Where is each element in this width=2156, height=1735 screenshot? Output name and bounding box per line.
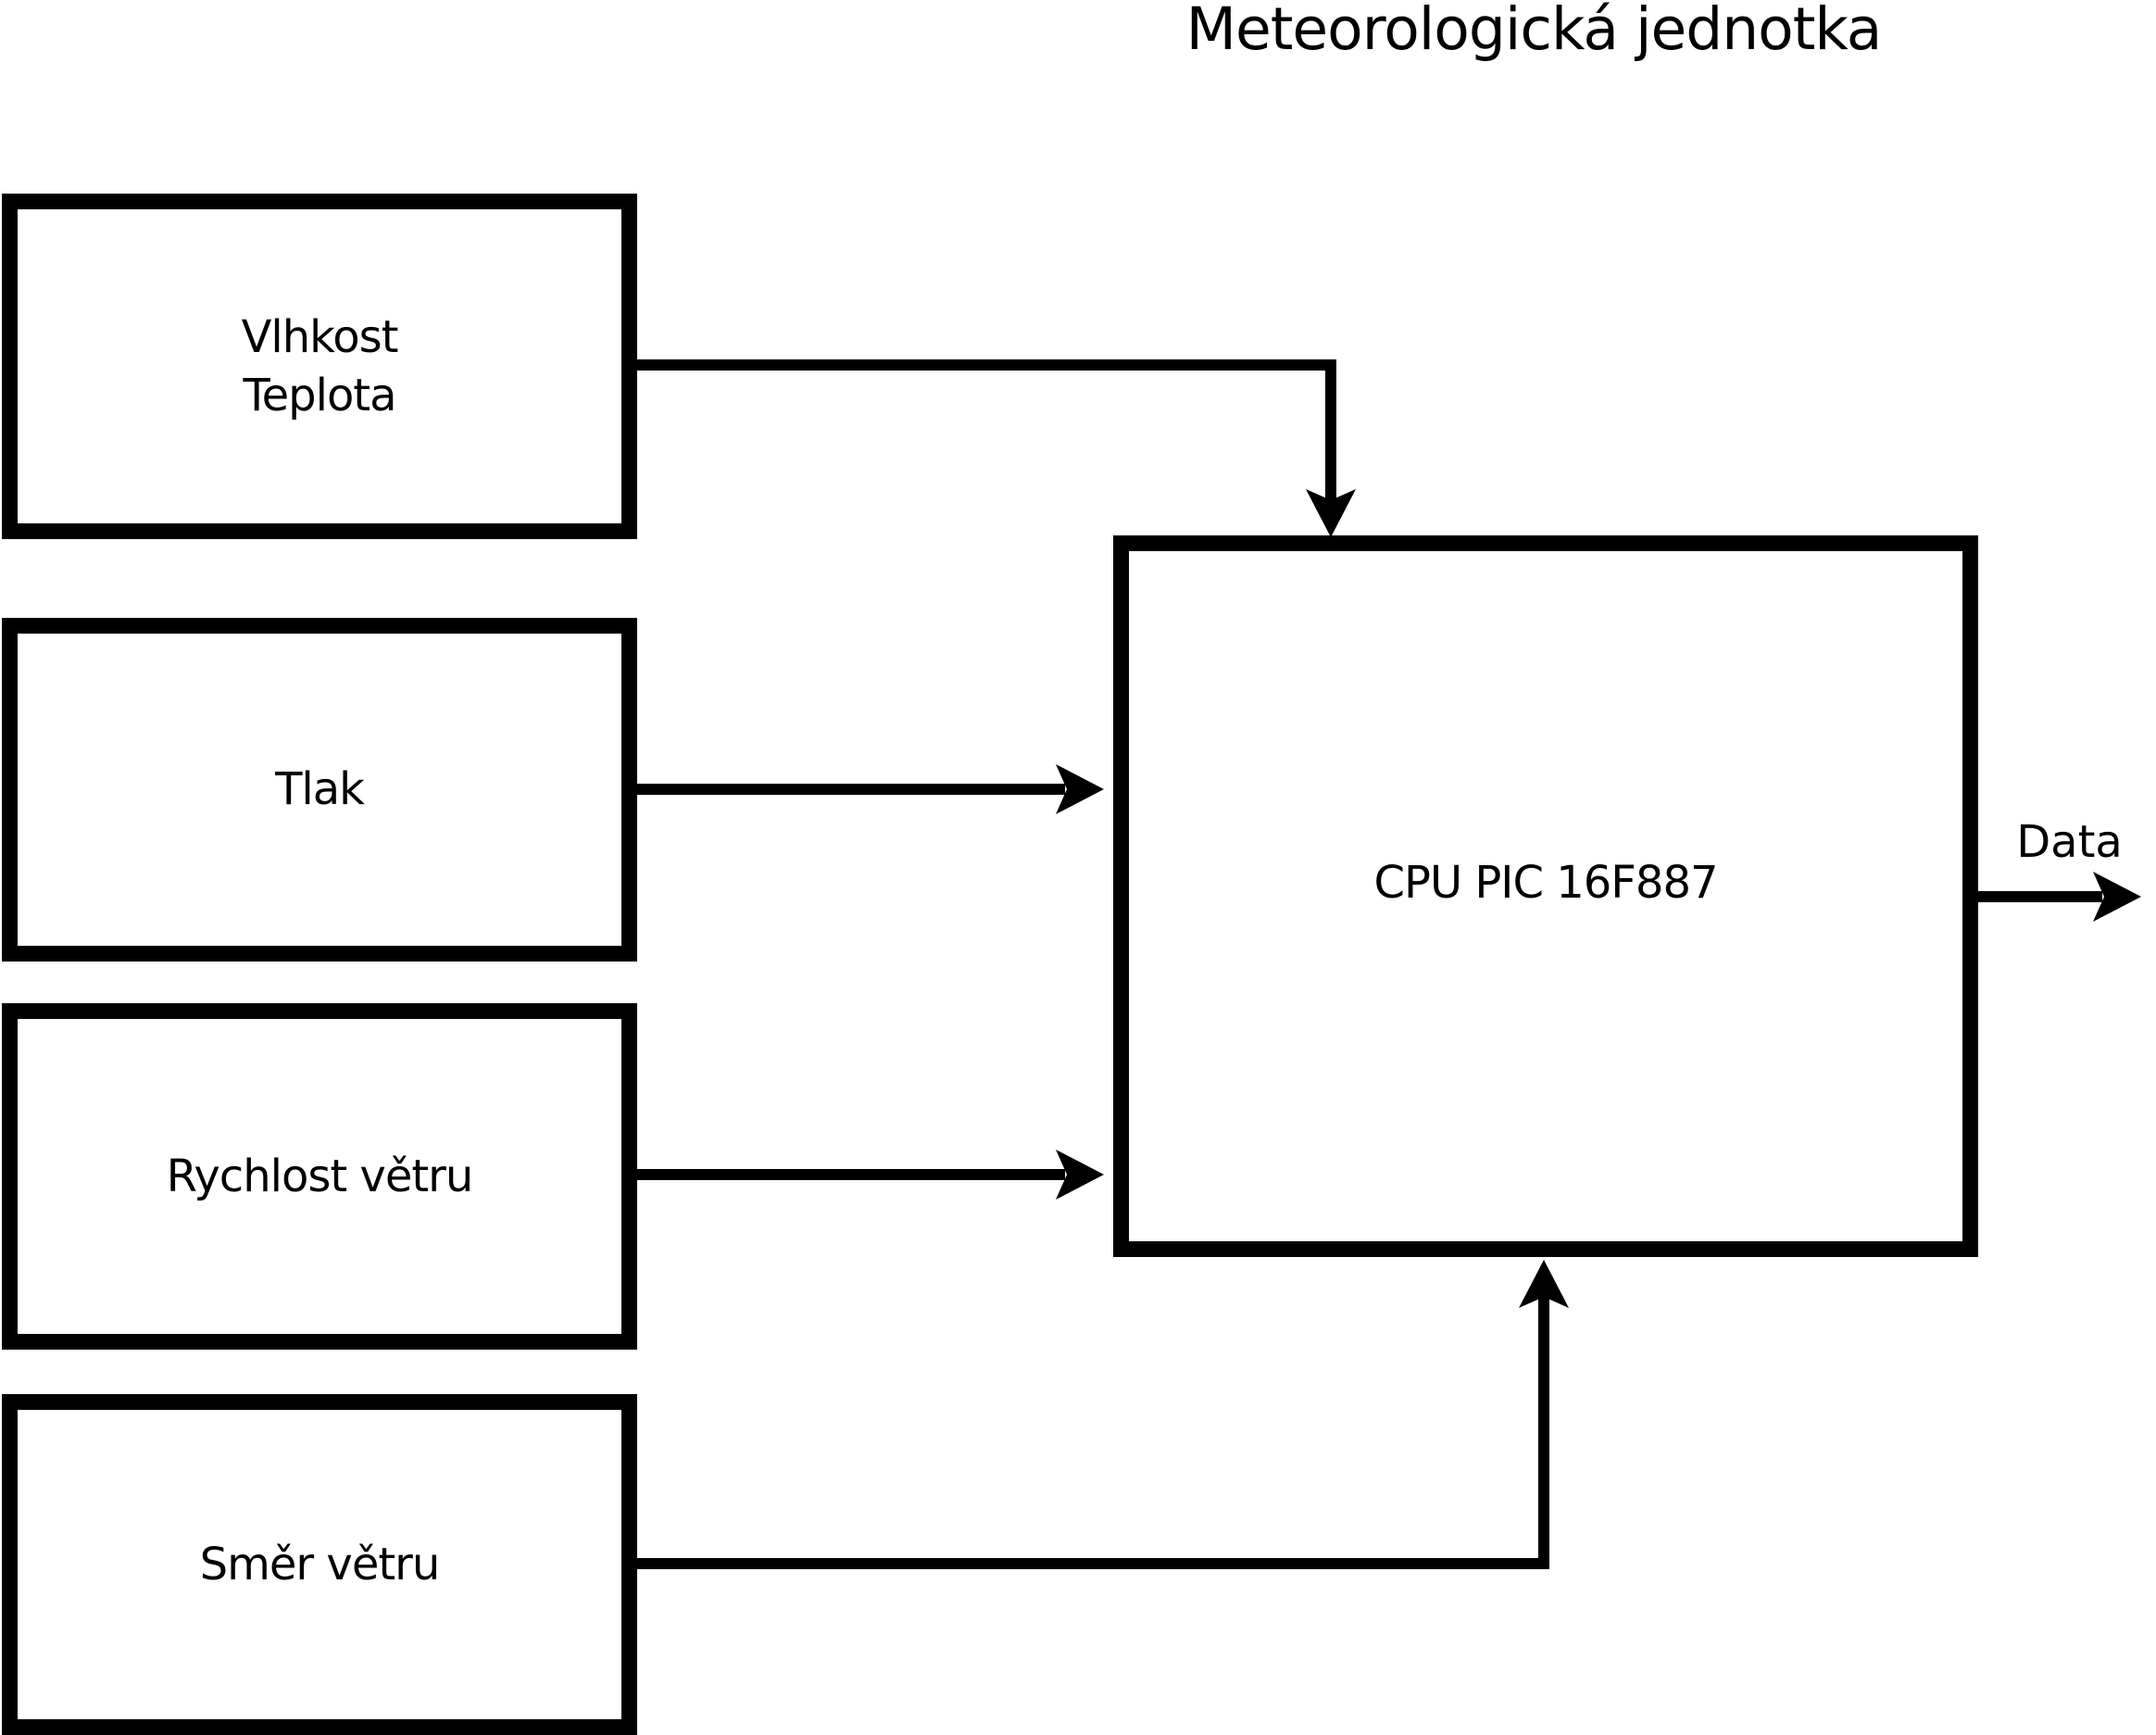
cpu-box: CPU PIC 16F887 — [1113, 535, 1978, 1257]
arrow-line-vlhkost-to-cpu — [637, 359, 1336, 500]
arrow-head-right-icon — [1056, 1150, 1104, 1200]
arrow-head-right-icon — [1056, 764, 1104, 814]
input-box-tlak-label: Tlak — [275, 763, 365, 816]
arrow-line-smer-to-cpu — [637, 1297, 1549, 1569]
cpu-box-label: CPU PIC 16F887 — [1373, 857, 1718, 910]
arrow-head-down-icon — [1306, 489, 1356, 537]
input-box-smer-vetru-label: Směr větru — [199, 1538, 441, 1590]
input-box-vlhkost-teplota-label: Vlhkost Teplota — [241, 311, 399, 421]
page-title: Meteorologická jednotka — [1185, 0, 1883, 63]
input-box-tlak: Tlak — [2, 618, 637, 962]
arrow-head-right-icon — [2093, 872, 2141, 922]
input-box-rychlost-vetru: Rychlost větru — [2, 1003, 637, 1350]
input-box-vlhkost-teplota: Vlhkost Teplota — [2, 194, 637, 539]
output-data-label: Data — [2016, 816, 2123, 868]
input-box-smer-vetru: Směr větru — [2, 1394, 637, 1735]
arrow-head-up-icon — [1519, 1260, 1569, 1308]
input-box-rychlost-vetru-label: Rychlost větru — [166, 1150, 474, 1202]
